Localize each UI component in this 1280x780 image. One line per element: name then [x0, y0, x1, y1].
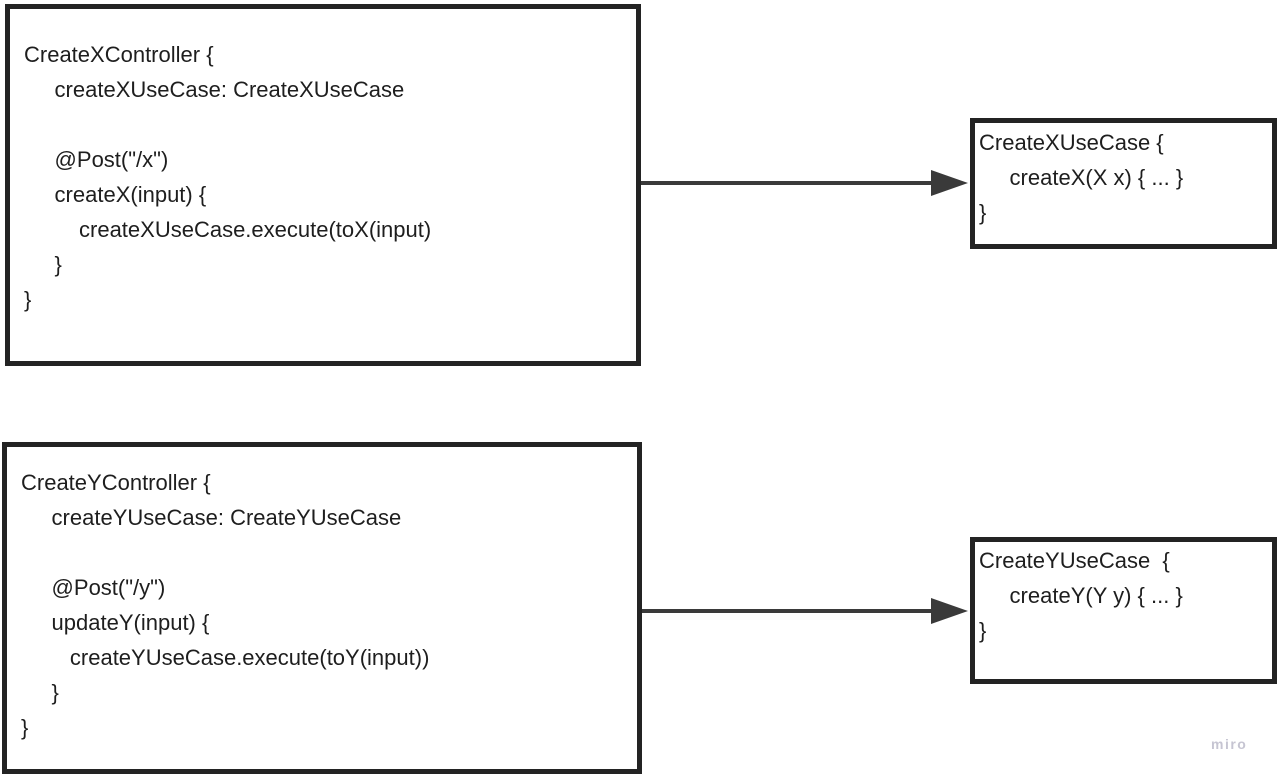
usecase-x-code: CreateXUseCase { createX(X x) { ... } }: [979, 130, 1184, 225]
usecase-x-box[interactable]: CreateXUseCase { createX(X x) { ... } }: [970, 118, 1277, 249]
arrow-controller-y-to-usecase-y[interactable]: [642, 598, 968, 624]
usecase-y-code: CreateYUseCase { createY(Y y) { ... } }: [979, 548, 1183, 643]
miro-watermark: miro: [1211, 736, 1248, 752]
controller-y-code: CreateYController { createYUseCase: Crea…: [21, 470, 430, 740]
controller-x-code: CreateXController { createXUseCase: Crea…: [24, 42, 432, 312]
arrow-controller-x-to-usecase-x[interactable]: [641, 170, 968, 196]
usecase-y-box[interactable]: CreateYUseCase { createY(Y y) { ... } }: [970, 537, 1277, 684]
controller-y-box[interactable]: CreateYController { createYUseCase: Crea…: [2, 442, 642, 774]
controller-x-box[interactable]: CreateXController { createXUseCase: Crea…: [5, 4, 641, 366]
